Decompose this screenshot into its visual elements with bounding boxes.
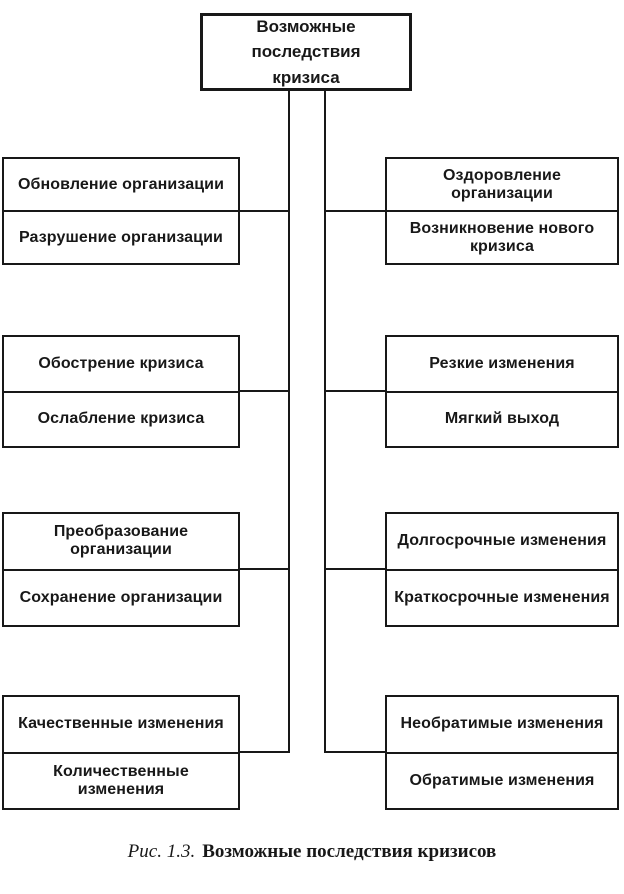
node-renewal-of-organization: Обновление организации bbox=[17, 175, 225, 193]
figure-caption: Рис. 1.3. Возможные последствия кризисов bbox=[0, 841, 624, 863]
figure-caption-title: Возможные последствия кризисов bbox=[202, 841, 497, 862]
trunk-line-left bbox=[288, 91, 290, 753]
pair-box-left-4: Качественные изменения Количественные из… bbox=[2, 695, 240, 810]
node-crisis-aggravation: Обострение кризиса bbox=[38, 354, 204, 372]
root-node-possible-consequences: Возможные последствия кризиса bbox=[200, 13, 412, 91]
node-crisis-weakening: Ослабление кризиса bbox=[4, 390, 238, 447]
node-transformation-of-organization: Преобразование организации bbox=[53, 523, 189, 559]
node-sharp-changes: Резкие изменения bbox=[429, 354, 575, 372]
connector-left-row1 bbox=[239, 210, 288, 212]
connector-right-row1 bbox=[326, 210, 385, 212]
node-reversible-changes: Обратимые изменения bbox=[387, 751, 617, 809]
pair-box-left-2: Обострение кризиса Ослабление кризиса bbox=[2, 335, 240, 448]
pair-box-left-3: Преобразование организации Сохранение ор… bbox=[2, 512, 240, 627]
connector-left-row3 bbox=[239, 568, 288, 570]
connector-right-row3 bbox=[326, 568, 385, 570]
connector-right-row2 bbox=[326, 390, 385, 392]
node-preservation-of-organization: Сохранение организации bbox=[4, 568, 238, 626]
node-long-term-changes: Долгосрочные изменения bbox=[397, 532, 607, 550]
node-soft-exit: Мягкий выход bbox=[387, 390, 617, 447]
trunk-line-right bbox=[324, 91, 326, 753]
connector-left-row2 bbox=[239, 390, 288, 392]
node-destruction-of-organization: Разрушение организации bbox=[4, 210, 238, 263]
node-quantitative-changes: Количественные изменения bbox=[4, 751, 238, 809]
pair-box-left-1: Обновление организации Разрушение органи… bbox=[2, 157, 240, 265]
node-short-term-changes: Краткосрочные изменения bbox=[387, 568, 617, 626]
node-recovery-of-organization: Оздоровление организации bbox=[443, 166, 561, 202]
pair-box-right-1: Оздоровление организации Возникновение н… bbox=[385, 157, 619, 265]
pair-box-right-3: Долгосрочные изменения Краткосрочные изм… bbox=[385, 512, 619, 627]
connector-left-row4 bbox=[239, 751, 288, 753]
node-emergence-of-new-crisis: Возникновение нового кризиса bbox=[387, 210, 617, 263]
node-qualitative-changes: Качественные изменения bbox=[18, 715, 224, 733]
root-node-line1: Возможные последствия bbox=[251, 16, 361, 62]
node-irreversible-changes: Необратимые изменения bbox=[400, 715, 604, 733]
figure-caption-number: Рис. 1.3. bbox=[127, 841, 196, 862]
connector-right-row4 bbox=[326, 751, 385, 753]
root-node-line2: кризиса bbox=[272, 67, 340, 87]
pair-box-right-4: Необратимые изменения Обратимые изменени… bbox=[385, 695, 619, 810]
pair-box-right-2: Резкие изменения Мягкий выход bbox=[385, 335, 619, 448]
